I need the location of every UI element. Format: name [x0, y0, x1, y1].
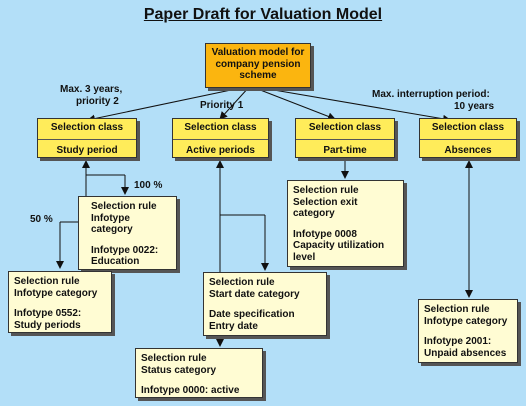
rule-detail: Education [91, 256, 140, 267]
rule-line: Selection rule [424, 304, 490, 315]
rule-active-status: Selection rule Status category Infotype … [135, 348, 263, 398]
root-line-2: company pension [215, 58, 301, 70]
rule-line: Selection exit [293, 196, 358, 208]
rule-detail: Study periods [14, 319, 81, 331]
rule-line: Selection rule [91, 201, 157, 212]
class-part-time: Selection class Part-time [295, 118, 395, 158]
rule-active-start-date: Selection rule Start date category Date … [203, 272, 327, 336]
rule-line: Infotype category [14, 287, 98, 299]
rule-detail: Capacity utilization [293, 240, 385, 251]
absence-limit-label: Max. interruption period: 10 years [372, 89, 494, 113]
class-header: Selection class [296, 119, 394, 140]
class-name: Absences [444, 145, 492, 156]
rule-line: Selection rule [209, 277, 275, 288]
class-header: Selection class [173, 119, 268, 140]
root-line-3: scheme [239, 70, 277, 81]
page-title: Paper Draft for Valuation Model [143, 6, 383, 23]
rule-study-0552: Selection rule Infotype category Infotyp… [8, 271, 112, 333]
rule-line: category [91, 224, 133, 235]
rule-line: Selection rule [14, 276, 80, 287]
rule-line: Start date category [209, 288, 300, 300]
rule-detail: Infotype 0022: [91, 244, 159, 256]
class-absences: Selection class Absences [419, 118, 517, 158]
rule-line: Selection rule [141, 353, 207, 364]
study-limit-line-1: Max. 3 years, [60, 84, 123, 95]
root-line-1: Valuation model for [211, 47, 305, 58]
rule-detail: Infotype 2001: [424, 336, 492, 347]
root-node: Valuation model for company pension sche… [205, 43, 311, 88]
rule-part-time-exit: Selection rule Selection exit category I… [287, 180, 404, 267]
class-header: Selection class [38, 119, 136, 140]
rule-line: Infotype category [424, 315, 508, 327]
rule-detail: level [293, 251, 316, 263]
rule-detail: Unpaid absences [424, 347, 507, 359]
study-limit-line-2: priority 2 [76, 96, 119, 107]
absence-limit-line-2: 10 years [454, 101, 495, 112]
class-active-periods: Selection class Active periods [172, 118, 269, 158]
study-limit-label: Max. 3 years, priority 2 [60, 84, 122, 108]
active-priority-label: Priority 1 [200, 100, 244, 111]
class-header: Selection class [420, 119, 516, 140]
percent-50-label: 50 % [30, 214, 53, 225]
rule-line: Status category [141, 364, 217, 376]
rule-detail: Infotype 0008 [293, 228, 357, 240]
rule-study-infotype: Selection rule Infotype category Infotyp… [78, 196, 177, 270]
class-name: Active periods [186, 145, 255, 156]
class-name: Part-time [323, 145, 367, 156]
percent-100-label: 100 % [134, 180, 163, 191]
rule-absence-infotype: Selection rule Infotype category Infotyp… [418, 299, 518, 363]
rule-detail: Infotype 0000: active [141, 385, 240, 396]
rule-detail: Entry date [209, 320, 258, 332]
rule-detail: Date specification [209, 309, 295, 320]
rule-line: Selection rule [293, 185, 359, 196]
rule-detail: Infotype 0552: [14, 308, 82, 319]
rule-line: category [293, 208, 335, 219]
class-study-period: Selection class Study period [37, 118, 137, 158]
class-name: Study period [56, 145, 118, 156]
absence-limit-line-1: Max. interruption period: [372, 89, 490, 100]
rule-line: Infotype [91, 212, 130, 224]
